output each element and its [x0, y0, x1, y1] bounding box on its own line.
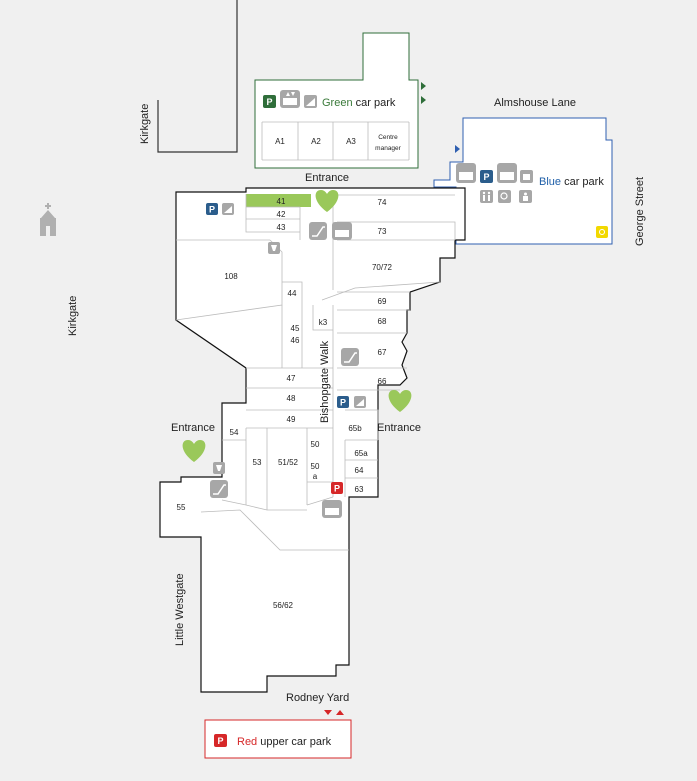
baby-change-icon — [519, 190, 532, 203]
unit-47[interactable]: 47 — [287, 374, 296, 383]
lift-icon-2 — [456, 163, 476, 183]
arrow-down-icon — [324, 710, 332, 715]
unit-70-72[interactable]: 70/72 — [372, 263, 393, 272]
unit-68[interactable]: 68 — [378, 317, 387, 326]
parking-blue-letter: P — [483, 172, 489, 182]
entrance-north-heart-icon[interactable] — [315, 190, 339, 212]
street-kirkgate-west: Kirkgate — [67, 296, 79, 336]
shopping-centre: 41 42 43 74 73 108 70/72 44 69 68 45 46 … — [159, 187, 466, 693]
lift-icon — [280, 90, 300, 108]
unit-64[interactable]: 64 — [355, 466, 364, 475]
unit-46[interactable]: 46 — [291, 336, 300, 345]
street-almshouse-lane: Almshouse Lane — [494, 97, 576, 109]
unit-66[interactable]: 66 — [378, 377, 387, 386]
entrance-west-heart-icon[interactable] — [182, 440, 206, 462]
unit-50[interactable]: 50 — [311, 440, 320, 449]
street-rodney-yard: Rodney Yard — [286, 692, 349, 704]
office-centre: Centre — [378, 134, 398, 141]
unit-45[interactable]: 45 — [291, 324, 300, 333]
lift-icon-4 — [332, 222, 352, 240]
arrow-up-icon — [336, 710, 344, 715]
arrow-right-icon-3 — [455, 145, 460, 153]
arrow-right-icon — [421, 82, 426, 90]
blue-car-park[interactable]: P Blue car park — [433, 117, 613, 245]
unit-67[interactable]: 67 — [378, 348, 387, 357]
unit-108[interactable]: 108 — [224, 272, 238, 281]
entrance-east-heart-icon[interactable] — [388, 390, 412, 412]
parking-blue-letter-3: P — [340, 398, 346, 408]
church-icon — [40, 203, 56, 236]
street-george-street: George Street — [634, 177, 646, 246]
red-car-park-outline — [204, 719, 352, 759]
street-little-westgate: Little Westgate — [174, 573, 186, 646]
unit-63[interactable]: 63 — [355, 485, 364, 494]
unit-dividers — [175, 194, 456, 551]
unit-55[interactable]: 55 — [177, 503, 186, 512]
payment-machine-icon — [520, 170, 533, 183]
escalator-icon-2 — [341, 348, 359, 366]
parking-green-icon — [263, 95, 276, 108]
parking-blue-icon-3 — [337, 396, 349, 408]
office-a2: A2 — [311, 137, 321, 146]
entrance-east-label: Entrance — [377, 422, 421, 434]
green-car-park-label: Green car park — [322, 97, 396, 109]
kiosk-k3[interactable]: k3 — [319, 318, 328, 327]
parking-blue-icon-2 — [206, 203, 218, 215]
ramp-icon — [304, 95, 317, 108]
parking-red-icon-2 — [214, 734, 227, 747]
centre-outline — [159, 187, 466, 693]
unit-53[interactable]: 53 — [253, 458, 262, 467]
unit-49[interactable]: 49 — [287, 415, 296, 424]
escalator-icon-3 — [210, 480, 228, 498]
green-car-park-outline — [254, 32, 419, 169]
unit-50a-number[interactable]: 50 — [311, 462, 320, 471]
parking-red-letter: P — [334, 484, 340, 494]
parking-blue-letter-2: P — [209, 205, 215, 215]
unit-56-62[interactable]: 56/62 — [273, 601, 294, 610]
parking-red-icon — [331, 482, 343, 494]
street-outlines — [157, 0, 238, 153]
unit-43[interactable]: 43 — [277, 223, 286, 232]
disabled-parking-icon — [596, 226, 608, 238]
drinks-icon-2 — [213, 462, 225, 474]
escalator-icon — [309, 222, 327, 240]
drinks-icon — [268, 242, 280, 254]
office-a3: A3 — [346, 137, 356, 146]
street-kirkgate-north: Kirkgate — [139, 104, 151, 144]
unit-48[interactable]: 48 — [287, 394, 296, 403]
unit-41[interactable]: 41 — [277, 197, 286, 206]
green-car-park[interactable]: A1 A2 A3 Centre manager P Green car park — [254, 32, 426, 169]
accessible-toilet-icon — [498, 190, 511, 203]
unit-44[interactable]: 44 — [288, 289, 297, 298]
office-a1: A1 — [275, 137, 285, 146]
red-car-park-label: Red upper car park — [237, 736, 332, 748]
unit-50a-letter[interactable]: a — [313, 472, 318, 481]
ramp-icon-2 — [222, 203, 234, 215]
kirkgate-road-edge — [157, 0, 238, 153]
street-bishopgate-walk: Bishopgate Walk — [319, 340, 331, 423]
unit-73[interactable]: 73 — [378, 227, 387, 236]
blue-car-park-label: Blue car park — [539, 176, 604, 188]
red-car-park[interactable]: P Red upper car park — [204, 719, 352, 759]
parking-blue-icon — [480, 170, 493, 183]
lift-icon-3 — [497, 163, 517, 183]
unit-65b[interactable]: 65b — [348, 424, 362, 433]
entrance-west-label: Entrance — [171, 422, 215, 434]
ramp-icon-3 — [354, 396, 366, 408]
parking-red-letter-2: P — [217, 736, 223, 746]
office-manager: manager — [375, 145, 401, 152]
unit-69[interactable]: 69 — [378, 297, 387, 306]
unit-41-highlight[interactable] — [246, 194, 311, 207]
unit-65a[interactable]: 65a — [354, 449, 368, 458]
lift-icon-5 — [322, 500, 342, 518]
unit-54[interactable]: 54 — [230, 428, 239, 437]
entrance-north-label: Entrance — [305, 172, 349, 184]
toilets-icon — [480, 190, 493, 203]
parking-green-letter: P — [266, 97, 272, 107]
unit-42[interactable]: 42 — [277, 210, 286, 219]
arrow-right-icon-2 — [421, 96, 426, 104]
unit-51-52[interactable]: 51/52 — [278, 458, 299, 467]
unit-74[interactable]: 74 — [378, 198, 387, 207]
